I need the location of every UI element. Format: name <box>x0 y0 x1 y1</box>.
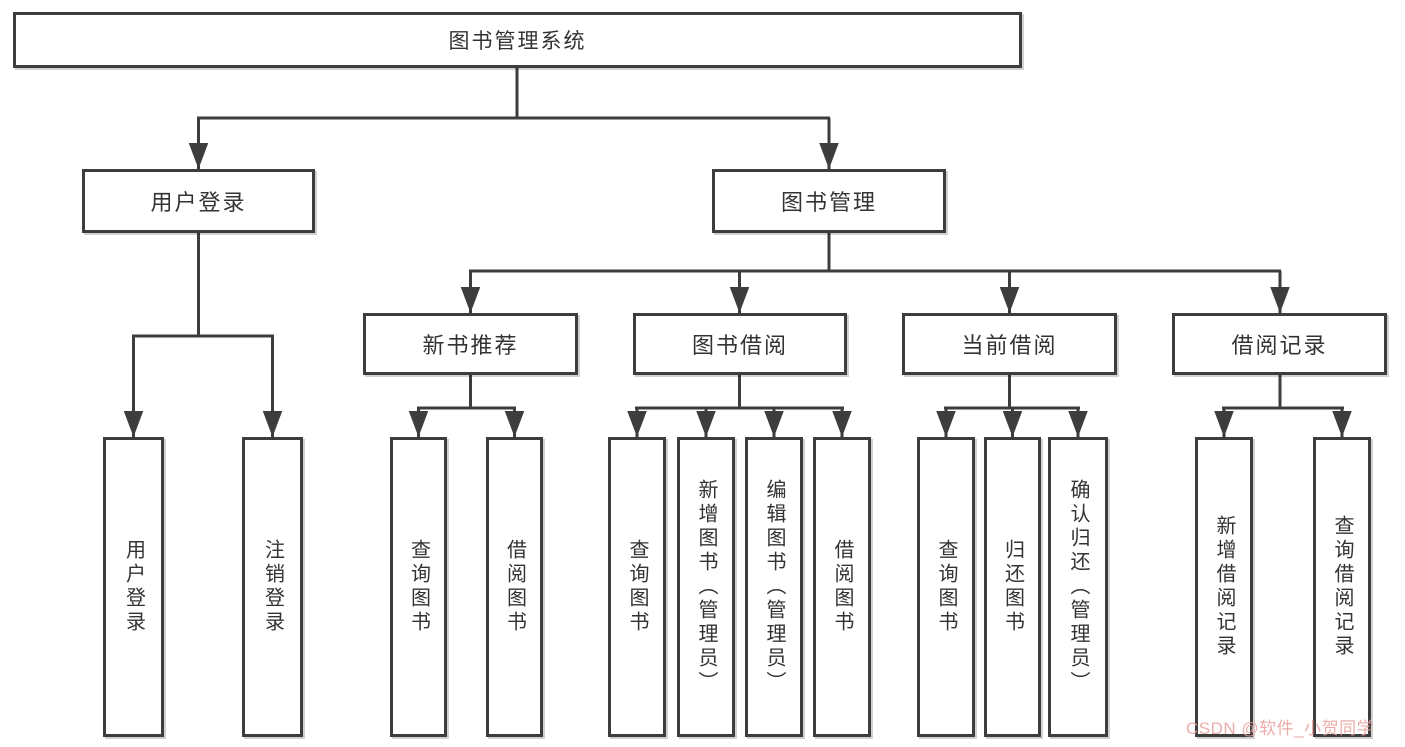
node-current-borrowing: 当前借阅 <box>902 313 1117 375</box>
node-label: 查询图书 <box>935 539 957 635</box>
node-library-management-system: 图书管理系统 <box>13 12 1022 68</box>
node-query-books-recommend: 查询图书 <box>390 437 447 737</box>
node-book-borrowing: 图书借阅 <box>633 313 847 375</box>
node-label: 用户登录 <box>122 539 145 635</box>
node-borrow-books: 借阅图书 <box>813 437 871 737</box>
node-confirm-return-admin: 确认归还（管理员） <box>1048 437 1108 737</box>
node-logout: 注销登录 <box>242 437 303 737</box>
csdn-watermark: CSDN @软件_小贺同学 <box>1186 719 1375 738</box>
node-query-books-current: 查询图书 <box>917 437 975 737</box>
node-label: 查询借阅记录 <box>1331 515 1353 659</box>
node-borrow-books-recommend: 借阅图书 <box>486 437 543 737</box>
node-user-login: 用户登录 <box>103 437 164 737</box>
node-label: 用户登录 <box>150 190 247 215</box>
node-edit-books-admin: 编辑图书（管理员） <box>745 437 803 737</box>
node-user-login-branch: 用户登录 <box>82 169 315 233</box>
node-label: 编辑图书（管理员） <box>763 479 785 695</box>
node-label: 新增图书（管理员） <box>695 479 717 695</box>
node-borrowing-records: 借阅记录 <box>1172 313 1387 375</box>
node-label: 查询图书 <box>407 539 430 635</box>
node-label: 图书借阅 <box>691 333 788 358</box>
node-add-books-admin: 新增图书（管理员） <box>677 437 735 737</box>
node-query-books-borrow: 查询图书 <box>608 437 666 737</box>
node-label: 查询图书 <box>626 539 648 635</box>
node-label: 新增借阅记录 <box>1213 515 1235 659</box>
node-book-management-branch: 图书管理 <box>712 169 946 233</box>
connector-lines <box>123 68 1352 437</box>
node-label: 借阅图书 <box>503 539 526 635</box>
node-new-book-recommendation: 新书推荐 <box>363 313 578 375</box>
node-label: 借阅图书 <box>831 539 853 635</box>
node-label: 注销登录 <box>261 539 284 635</box>
node-label: 借阅记录 <box>1231 333 1328 358</box>
node-return-books: 归还图书 <box>984 437 1041 737</box>
node-label: 新书推荐 <box>422 333 519 358</box>
node-label: 当前借阅 <box>961 333 1058 358</box>
node-add-borrow-record: 新增借阅记录 <box>1195 437 1253 737</box>
node-label: 图书管理系统 <box>448 30 587 53</box>
node-label: 归还图书 <box>1001 539 1024 635</box>
node-label: 图书管理 <box>780 190 877 215</box>
node-query-borrow-record: 查询借阅记录 <box>1313 437 1371 737</box>
node-label: 确认归还（管理员） <box>1067 479 1089 695</box>
